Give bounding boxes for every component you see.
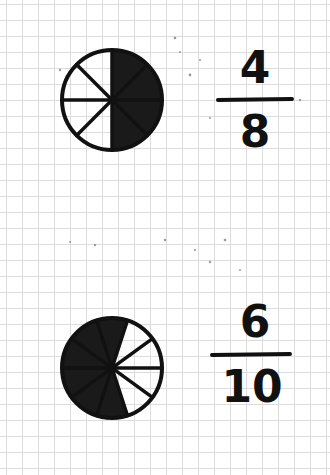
fraction-number: 8 [240, 110, 271, 154]
fraction-number: 6 [240, 300, 271, 344]
fraction-bars [212, 99, 292, 355]
fraction-number: 4 [240, 46, 271, 90]
fraction-number: 10 [221, 365, 282, 409]
speckles [59, 37, 301, 271]
eighths-circle [62, 50, 162, 150]
tenths-circle [62, 318, 162, 418]
